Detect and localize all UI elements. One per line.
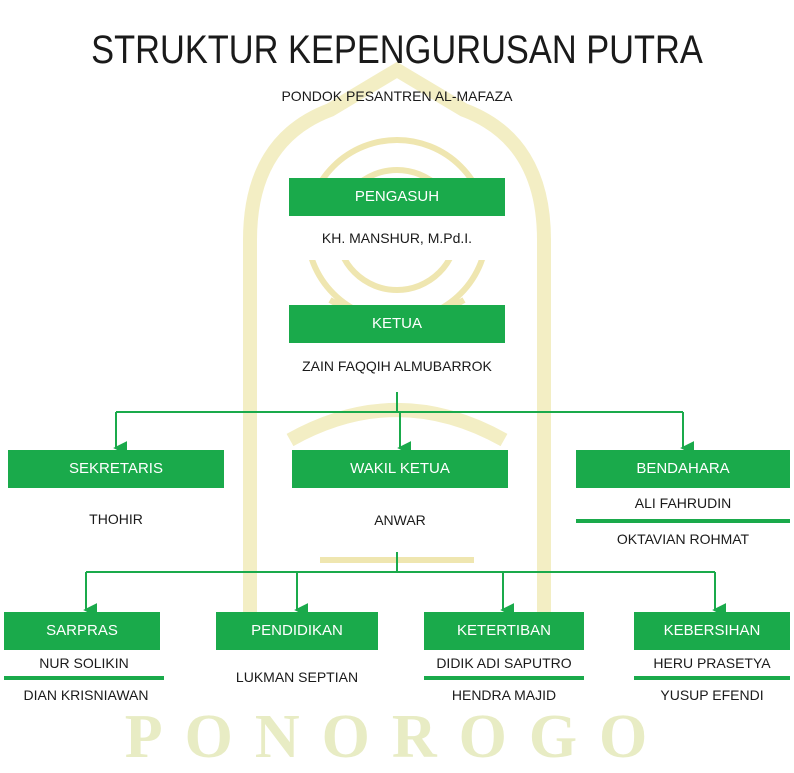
name-sarpras-2: DIAN KRISNIAWAN — [4, 680, 168, 710]
name-ketertiban-1: DIDIK ADI SAPUTRO — [424, 650, 584, 680]
node-sekretaris: SEKRETARIS THOHIR — [8, 450, 224, 550]
node-ketua: KETUA ZAIN FAQQIH ALMUBARROK — [277, 305, 517, 389]
name-ketertiban-2: HENDRA MAJID — [424, 680, 584, 710]
name-ketua: ZAIN FAQQIH ALMUBARROK — [277, 343, 517, 389]
node-sarpras: SARPRAS NUR SOLIKIN DIAN KRISNIAWAN — [4, 612, 168, 710]
name-sekretaris: THOHIR — [8, 488, 224, 550]
page-subtitle: PONDOK PESANTREN AL-MAFAZA — [281, 88, 513, 104]
page-title: STRUKTUR KEPENGURUSAN PUTRA — [91, 28, 703, 72]
role-ketertiban: KETERTIBAN — [424, 612, 584, 650]
node-pendidikan: PENDIDIKAN LUKMAN SEPTIAN — [216, 612, 378, 704]
name-sarpras-1: NUR SOLIKIN — [4, 650, 164, 680]
role-wakil-ketua: WAKIL KETUA — [292, 450, 508, 488]
node-wakil-ketua: WAKIL KETUA ANWAR — [292, 450, 508, 552]
role-bendahara: BENDAHARA — [576, 450, 790, 488]
role-ketua: KETUA — [289, 305, 505, 343]
name-bendahara-1: ALI FAHRUDIN — [576, 488, 790, 523]
role-sekretaris: SEKRETARIS — [8, 450, 224, 488]
node-pengasuh: PENGASUH KH. MANSHUR, M.Pd.I. — [277, 178, 517, 260]
node-kebersihan: KEBERSIHAN HERU PRASETYA YUSUP EFENDI — [634, 612, 790, 710]
name-kebersihan-2: YUSUP EFENDI — [634, 680, 790, 710]
name-pengasuh: KH. MANSHUR, M.Pd.I. — [277, 216, 517, 260]
node-ketertiban: KETERTIBAN DIDIK ADI SAPUTRO HENDRA MAJI… — [424, 612, 584, 710]
role-sarpras: SARPRAS — [4, 612, 160, 650]
name-wakil-ketua: ANWAR — [292, 488, 508, 552]
name-kebersihan-1: HERU PRASETYA — [634, 650, 790, 680]
watermark-text: PONOROGO — [124, 703, 670, 771]
role-pengasuh: PENGASUH — [289, 178, 505, 216]
role-pendidikan: PENDIDIKAN — [216, 612, 378, 650]
node-bendahara: BENDAHARA ALI FAHRUDIN OKTAVIAN ROHMAT — [576, 450, 790, 555]
role-kebersihan: KEBERSIHAN — [634, 612, 790, 650]
name-pendidikan: LUKMAN SEPTIAN — [216, 650, 378, 704]
name-bendahara-2: OKTAVIAN ROHMAT — [576, 523, 790, 555]
